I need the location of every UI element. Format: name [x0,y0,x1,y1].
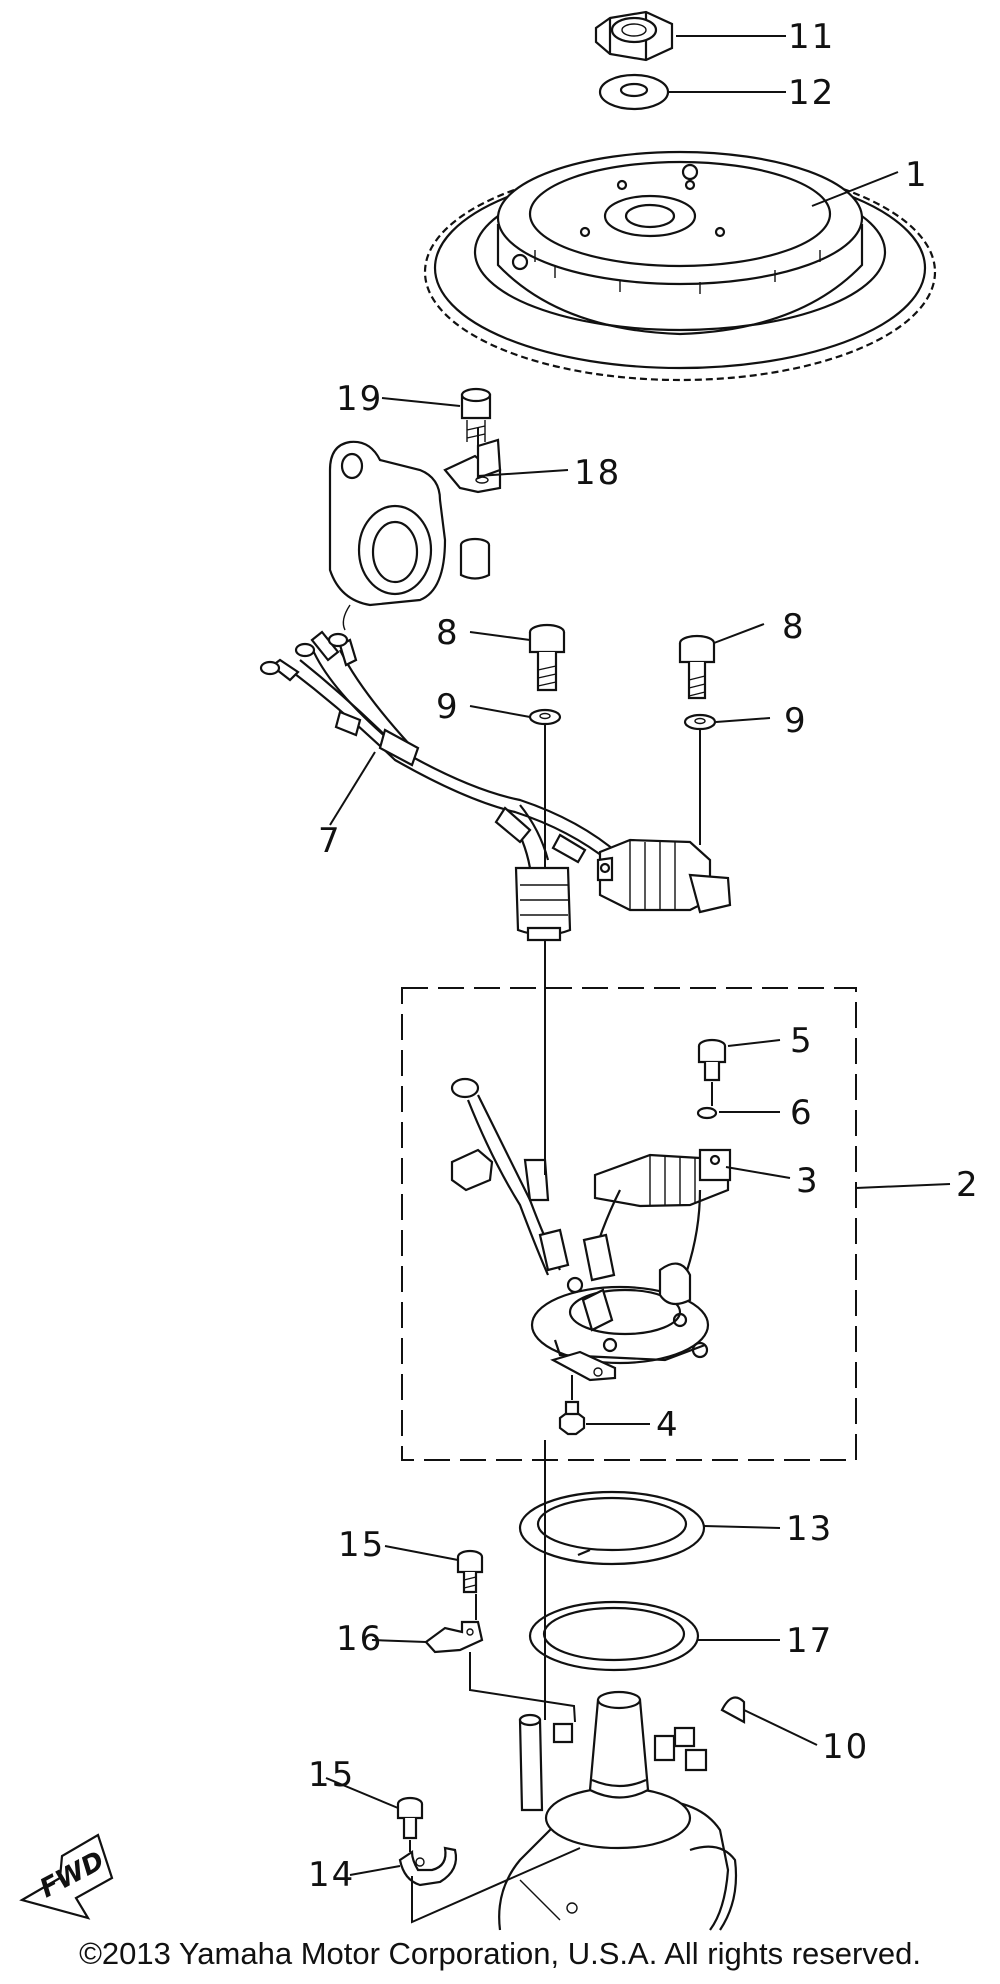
bolt-part-8-left [528,623,566,692]
charge-coil-part-3 [588,1148,732,1291]
copyright-notice: ©2013 Yamaha Motor Corporation, U.S.A. A… [79,1936,921,1971]
washer-part-12 [598,73,670,111]
fwd-direction-arrow: FWD [19,1833,114,1920]
nut-part-11 [594,10,674,62]
callout-14: 14 [308,1855,355,1895]
callout-16: 16 [336,1619,383,1659]
callout-9-right: 9 [784,701,808,741]
screw-part-19 [460,387,492,442]
callout-5: 5 [790,1021,814,1061]
stator-assembly-part-2 [450,1077,710,1382]
callout-15-upper: 15 [338,1525,385,1565]
callout-9-left: 9 [436,687,460,727]
plate-part-17 [528,1600,700,1672]
washer-part-9-left [528,708,562,726]
callout-1: 1 [905,155,929,195]
callout-12: 12 [788,73,835,113]
leader-lines [325,35,951,1924]
callout-6: 6 [790,1093,814,1133]
washer-part-9-right [683,713,717,731]
bracket-part-18 [443,438,502,494]
screw-part-15-upper [456,1549,484,1594]
flywheel-part-1 [423,150,937,382]
ignition-coil-harness-part-7 [259,630,732,942]
callout-4: 4 [656,1405,680,1445]
pulser-housing [328,440,491,631]
callout-15-lower: 15 [308,1755,355,1795]
crankcase-top [498,1690,738,1931]
screw-part-4 [558,1400,586,1436]
callout-19: 19 [336,379,383,419]
callout-2: 2 [956,1165,980,1205]
key-part-10 [720,1696,746,1724]
clamp-part-14 [398,1846,458,1887]
callout-17: 17 [786,1621,833,1661]
screw-part-5 [697,1038,727,1082]
callout-7: 7 [318,821,342,861]
screw-part-15-lower [396,1796,424,1840]
callout-11: 11 [788,17,835,57]
callout-13: 13 [786,1509,833,1549]
callout-numbers: 11 12 1 19 18 8 8 9 9 7 5 6 3 2 4 13 15 … [308,17,980,1895]
callout-8-left: 8 [436,613,460,653]
callout-8-right: 8 [782,607,806,647]
flywheel-ring-gear [423,162,937,382]
callout-3: 3 [796,1161,820,1201]
washer-part-6 [696,1106,718,1120]
ring-part-13 [518,1490,706,1566]
bolt-part-8-right [678,634,716,700]
callout-10: 10 [822,1727,869,1767]
clamp-part-16 [424,1620,484,1654]
callout-18: 18 [574,453,621,493]
assembly-2-boundary [401,987,857,1461]
